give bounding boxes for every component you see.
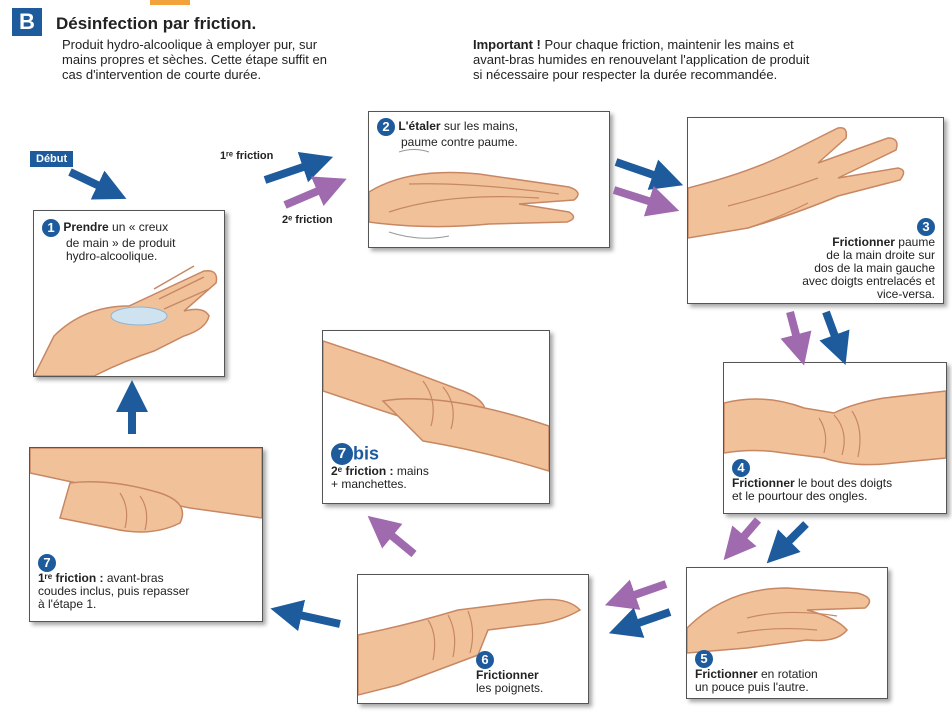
arrow-6-to-7bis bbox=[380, 526, 414, 554]
arrow-3-to-4-blue bbox=[826, 312, 840, 350]
arrow-4-to-5-blue bbox=[778, 524, 806, 552]
arrow-1-to-2-blue bbox=[265, 162, 318, 180]
arrow-3-to-4-purple bbox=[790, 312, 800, 350]
arrow-4-to-5-purple bbox=[734, 520, 758, 548]
arrow-1-to-2-purple bbox=[285, 185, 332, 205]
arrow-2-to-3-blue bbox=[616, 162, 668, 180]
arrow-6-to-7 bbox=[286, 612, 340, 624]
arrow-start-to-1 bbox=[70, 172, 112, 192]
arrow-2-to-3-purple bbox=[614, 190, 664, 206]
arrow-5-to-6-purple bbox=[620, 584, 666, 600]
arrow-5-to-6-blue bbox=[624, 612, 670, 628]
